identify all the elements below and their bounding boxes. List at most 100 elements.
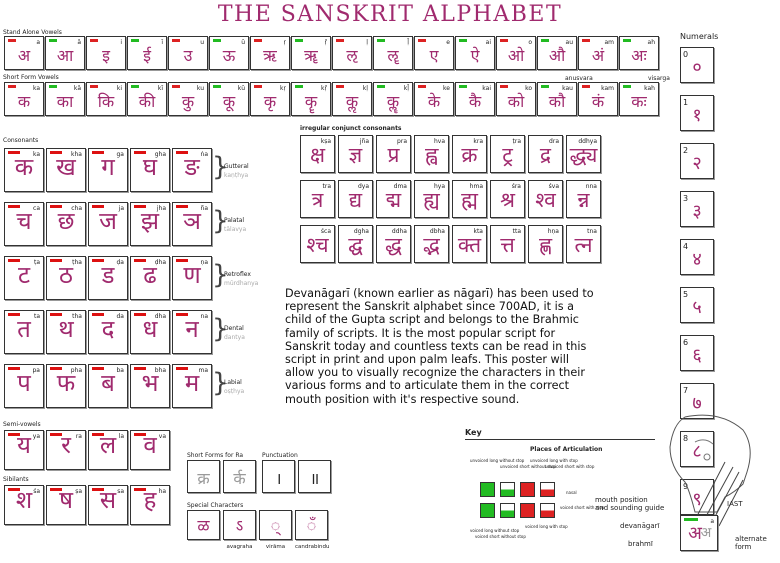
iast-label: ai [485, 39, 491, 46]
devanagari-glyph: अ [17, 46, 31, 65]
iast-label: kī [157, 85, 163, 92]
iast-label: dha [154, 313, 166, 320]
devanagari-glyph: ट [17, 261, 31, 289]
iast-label: ja [118, 205, 124, 212]
devanagari-glyph: ऽ [235, 516, 244, 535]
iast-label: ma [198, 367, 208, 374]
key-label-voiced-short-no-stop: voiced short without stop [475, 534, 526, 539]
iast-label: kā [73, 85, 81, 92]
iast-label: kau [562, 85, 573, 92]
key-mouth-guide-label: mouth position and sounding guide [595, 496, 665, 512]
devanagari-glyph: कौ [548, 92, 566, 111]
iast-label: ḍa [116, 259, 125, 266]
iast-label: gha [154, 151, 166, 158]
key-brahmi-label: brahmī [628, 540, 653, 548]
devanagari-glyph: कि [97, 92, 115, 111]
devanagari-glyph: द्ध्य [569, 143, 598, 167]
visarga-label: visarga [648, 75, 670, 82]
iast-label: bha [154, 367, 166, 374]
devanagari-glyph: श्र [500, 188, 515, 212]
devanagari-glyph: प्र [387, 143, 400, 167]
devanagari-glyph: ० [692, 57, 702, 78]
devanagari-glyph: ओ [507, 46, 525, 65]
devanagari-glyph: ज्ञ [348, 143, 363, 167]
iast-label: am [604, 39, 614, 46]
special-character-tile: ळ [187, 510, 220, 540]
iast-label: kta [473, 228, 483, 235]
devanagari-glyph: द्य [348, 188, 363, 212]
key-label-voiced-short-stop: voiced short with stop [560, 505, 605, 510]
iast-label: kū [237, 85, 245, 92]
devanagari-glyph: आ [56, 46, 74, 65]
key-label-nasal: nasal [566, 490, 577, 495]
devanagari-glyph: ५ [692, 297, 702, 318]
devanagari-glyph: कॢ [345, 92, 359, 111]
devanagari-glyph: ष [59, 486, 73, 514]
devanagari-glyph: म [184, 369, 200, 397]
sibilants-label: Sibilants [3, 476, 29, 483]
devanagari-glyph: कै [468, 92, 482, 111]
devanagari-glyph: ल [99, 431, 117, 459]
iast-label: ña [200, 205, 208, 212]
iast-label: hva [433, 138, 445, 145]
devanagari-glyph: ठ [59, 261, 73, 289]
devanagari-glyph: क्र [197, 469, 210, 488]
devanagari-glyph: थ [58, 315, 74, 343]
iast-label: ṭra [512, 138, 522, 145]
iast-label: dbha [429, 228, 445, 235]
devanagari-glyph: त्र [311, 188, 324, 212]
iast-label: i [120, 39, 122, 46]
iast-label: pha [70, 367, 82, 374]
iast-label: śva [548, 183, 559, 190]
iast-label: ha [158, 488, 166, 495]
devanagari-glyph: कं [591, 92, 605, 111]
iast-label: hya [433, 183, 445, 190]
iast-label: ku [196, 85, 204, 92]
devanagari-glyph: उ [183, 46, 193, 65]
devanagari-glyph: ञ [183, 207, 201, 235]
ra-form-tile: क्र [187, 460, 220, 493]
iast-label: ka [32, 151, 40, 158]
iast-label: kḷ [362, 85, 368, 92]
iast-label: tra [322, 183, 332, 190]
iast-label: ga [116, 151, 125, 158]
devanagari-glyph: ळ [197, 516, 210, 535]
key-label-unvoiced-short-stop: unvoiced short with stop [545, 464, 595, 469]
iast-label: kra [473, 138, 483, 145]
iast-label: ā [77, 39, 81, 46]
key-label-voiced-long-no-stop: voiced long without stop [470, 528, 520, 533]
anusvara-label: anusvara [565, 75, 593, 82]
iast-label: tta [512, 228, 521, 235]
devanagari-glyph: ढ [143, 261, 157, 289]
devanagari-glyph: द्ध [385, 233, 402, 257]
iast-label: kam [601, 85, 614, 92]
devanagari-glyph: २ [692, 153, 702, 174]
devanagari-glyph: य [17, 431, 31, 459]
special-character-label: candrabindu [295, 544, 330, 550]
iast-label: ṭha [72, 259, 82, 266]
devanagari-glyph: इ [102, 46, 110, 65]
